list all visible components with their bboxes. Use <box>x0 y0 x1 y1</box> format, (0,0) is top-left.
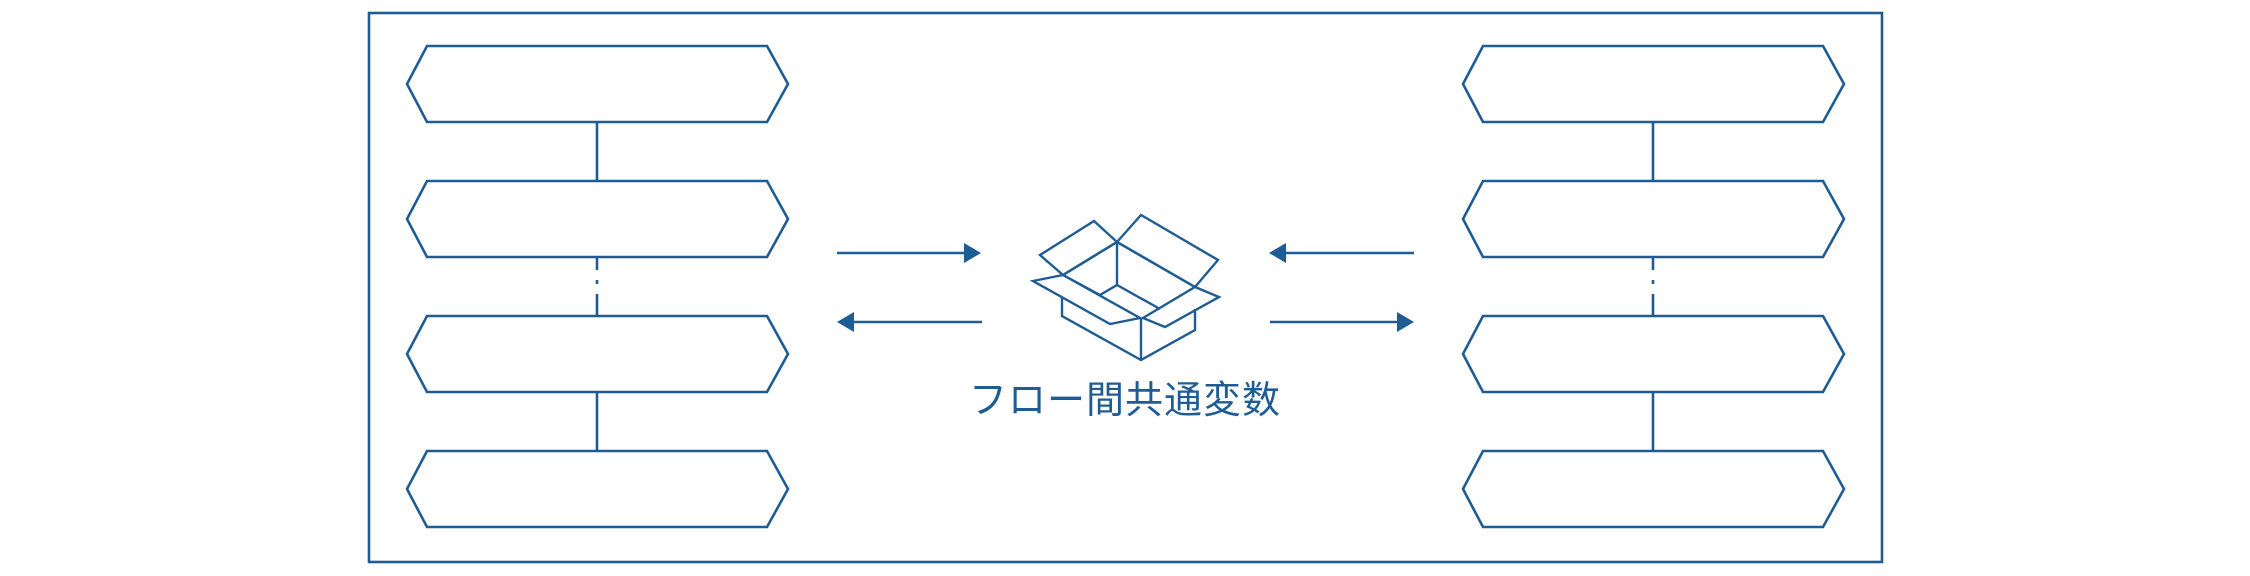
open-box-icon <box>1029 213 1222 362</box>
left-flow-step-3 <box>405 314 790 394</box>
shared-variables-label: フロー間共通変数 <box>968 378 1281 422</box>
left-flow <box>405 44 790 529</box>
left-flow-step-1 <box>405 44 790 124</box>
right-flow <box>1461 44 1846 529</box>
right-flow-step-4 <box>1461 449 1846 529</box>
outer-frame <box>367 11 1884 564</box>
arrow-right-to-box <box>1269 243 1414 263</box>
right-flow-step-2 <box>1461 179 1846 259</box>
left-flow-step-4 <box>405 449 790 529</box>
right-flow-step-3 <box>1461 314 1846 394</box>
arrow-box-to-left <box>837 312 982 332</box>
left-flow-step-2 <box>405 179 790 259</box>
arrow-left-to-box <box>837 243 981 263</box>
arrow-box-to-right <box>1270 312 1414 332</box>
right-flow-step-1 <box>1461 44 1846 124</box>
